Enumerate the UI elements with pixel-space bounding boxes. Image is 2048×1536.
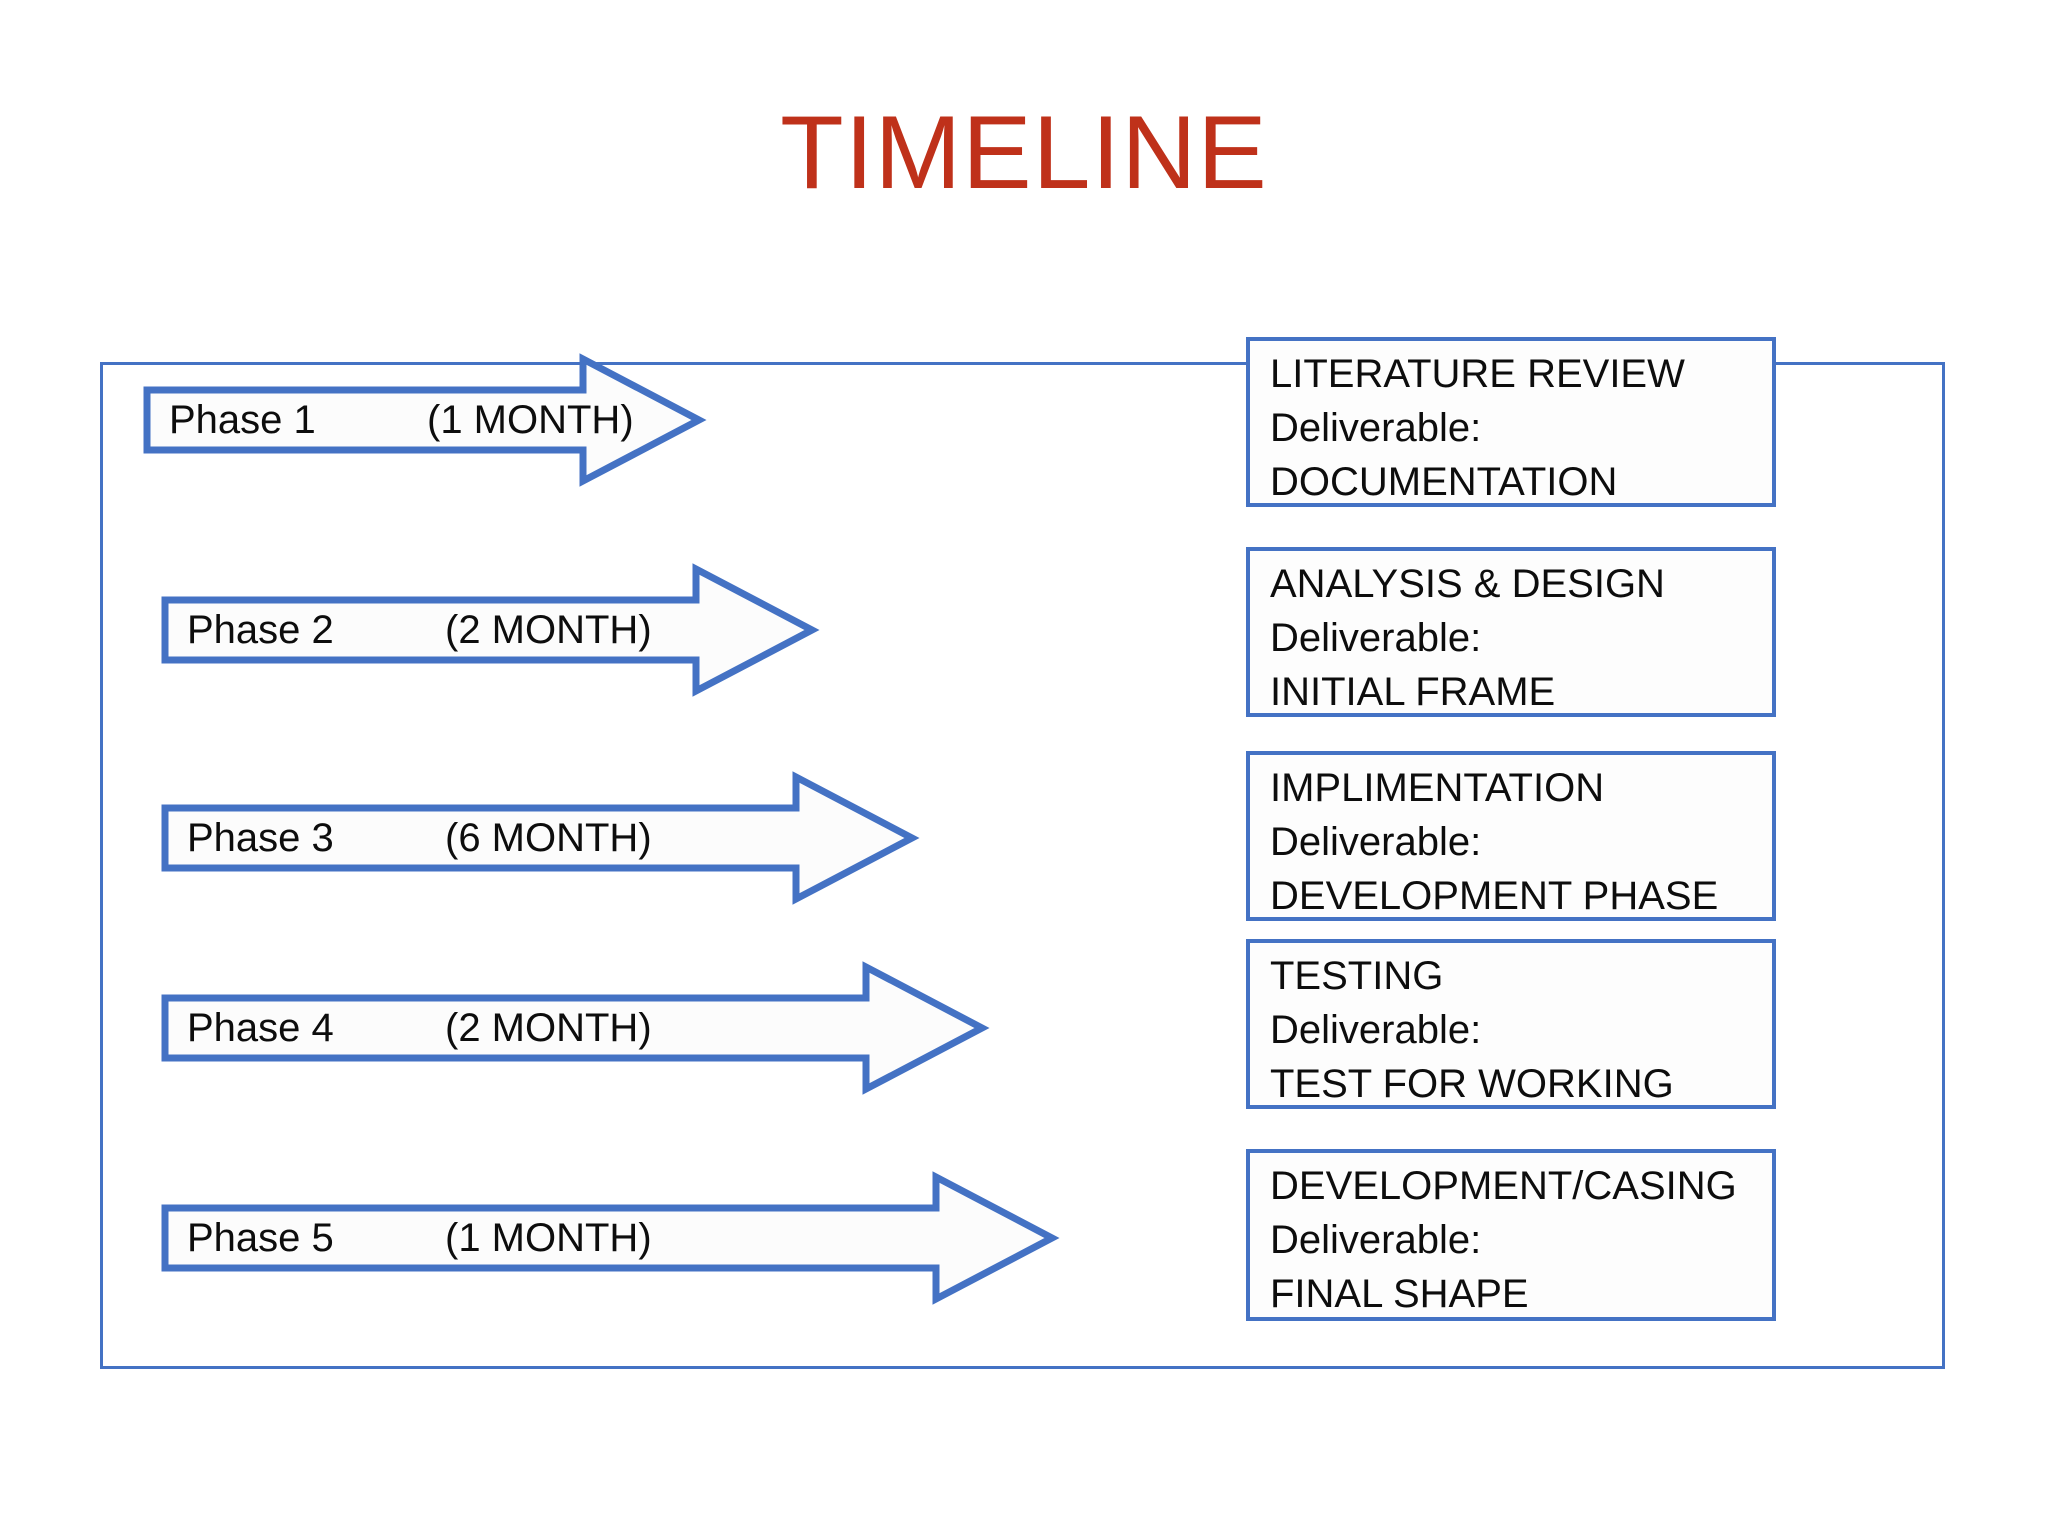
deliverable-box-5[interactable]: DEVELOPMENT/CASING Deliverable: FINAL SH… <box>1246 1149 1776 1321</box>
phase-arrow-2[interactable]: Phase 2 (2 MONTH) <box>161 563 820 697</box>
phase-duration: (1 MONTH) <box>445 1216 652 1260</box>
phase-arrow-5[interactable]: Phase 5 (1 MONTH) <box>161 1171 1060 1305</box>
phase-label: Phase 3 <box>187 816 334 860</box>
deliverable-label: Deliverable: <box>1270 406 1482 450</box>
phase-duration: (2 MONTH) <box>445 608 652 652</box>
deliverable-label: Deliverable: <box>1270 1008 1482 1052</box>
phase-duration: (2 MONTH) <box>445 1006 652 1050</box>
deliverable-activity: ANALYSIS & DESIGN <box>1270 562 1665 606</box>
deliverable-output: TEST FOR WORKING <box>1270 1062 1674 1106</box>
deliverable-output: DEVELOPMENT PHASE <box>1270 874 1719 918</box>
arrow-right-icon <box>161 771 920 905</box>
deliverable-output: DOCUMENTATION <box>1270 460 1618 504</box>
phase-label: Phase 5 <box>187 1216 334 1260</box>
phase-duration: (1 MONTH) <box>427 398 634 442</box>
deliverable-activity: LITERATURE REVIEW <box>1270 352 1685 396</box>
phase-label: Phase 4 <box>187 1006 334 1050</box>
arrow-right-icon <box>143 353 707 487</box>
page-title: TIMELINE <box>780 95 1268 211</box>
phase-arrow-1[interactable]: Phase 1 (1 MONTH) <box>143 353 707 487</box>
deliverable-activity: DEVELOPMENT/CASING <box>1270 1164 1737 1208</box>
arrow-right-icon <box>161 961 990 1095</box>
deliverable-box-3[interactable]: IMPLIMENTATION Deliverable: DEVELOPMENT … <box>1246 751 1776 921</box>
deliverable-box-2[interactable]: ANALYSIS & DESIGN Deliverable: INITIAL F… <box>1246 547 1776 717</box>
phase-label: Phase 1 <box>169 398 316 442</box>
deliverable-box-4[interactable]: TESTING Deliverable: TEST FOR WORKING <box>1246 939 1776 1109</box>
deliverable-label: Deliverable: <box>1270 820 1482 864</box>
deliverable-activity: TESTING <box>1270 954 1444 998</box>
timeline-frame: Phase 1 (1 MONTH) LITERATURE REVIEW Deli… <box>100 337 1945 1369</box>
deliverable-output: FINAL SHAPE <box>1270 1272 1529 1316</box>
deliverable-output: INITIAL FRAME <box>1270 670 1556 714</box>
phase-arrow-4[interactable]: Phase 4 (2 MONTH) <box>161 961 990 1095</box>
deliverable-label: Deliverable: <box>1270 1218 1482 1262</box>
phase-label: Phase 2 <box>187 608 334 652</box>
deliverable-box-1[interactable]: LITERATURE REVIEW Deliverable: DOCUMENTA… <box>1246 337 1776 507</box>
arrow-right-icon <box>161 563 820 697</box>
arrow-right-icon <box>161 1171 1060 1305</box>
phase-duration: (6 MONTH) <box>445 816 652 860</box>
deliverable-activity: IMPLIMENTATION <box>1270 766 1605 810</box>
phase-arrow-3[interactable]: Phase 3 (6 MONTH) <box>161 771 920 905</box>
deliverable-label: Deliverable: <box>1270 616 1482 660</box>
